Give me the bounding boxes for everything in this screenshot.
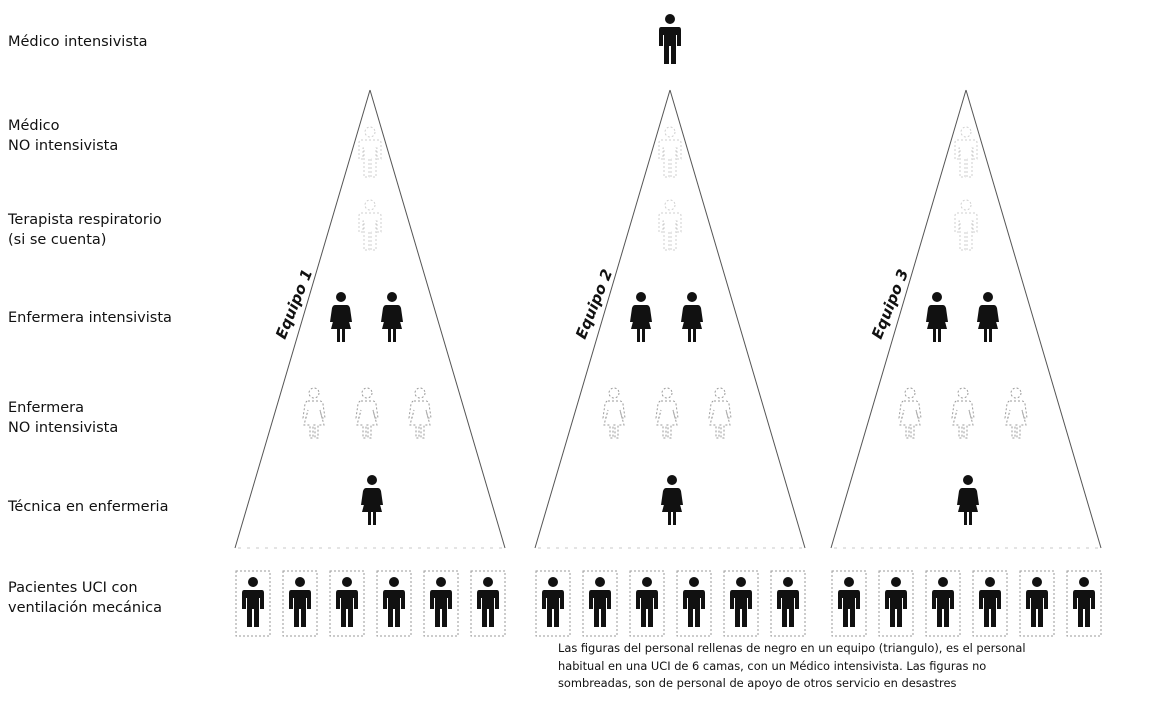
triangle-left-side — [534, 89, 671, 549]
paciente-figure — [542, 577, 564, 627]
enfermera-intensivista-figure — [630, 292, 652, 342]
patient-bed-box — [376, 570, 412, 637]
enfermera-intensivista-figure — [381, 292, 403, 342]
patient-bed-box — [770, 570, 806, 637]
enfermera-no-intensivista-figure — [708, 387, 732, 439]
team-label: Equipo 3 — [868, 267, 912, 342]
row-label-terapista: Terapista respiratorio (si se cuenta) — [8, 212, 162, 248]
paciente-figure — [979, 577, 1001, 627]
paciente-figure — [1073, 577, 1095, 627]
terapista-figure — [658, 199, 682, 251]
paciente-figure — [477, 577, 499, 627]
patient-bed-box — [423, 570, 459, 637]
team-3: Equipo 3 — [830, 89, 1102, 637]
paciente-figure — [1026, 577, 1048, 627]
triangle-right-side — [369, 89, 506, 549]
patient-bed-box — [1066, 570, 1102, 637]
enfermera-no-intensivista-figure — [408, 387, 432, 439]
terapista-figure — [358, 199, 382, 251]
row-label-medico-intensivista: Médico intensivista — [8, 34, 148, 50]
terapista-figure — [954, 199, 978, 251]
triangle-right-side — [965, 89, 1102, 549]
paciente-figure — [885, 577, 907, 627]
paciente-figure — [777, 577, 799, 627]
paciente-figure — [336, 577, 358, 627]
triangle-left-side — [234, 89, 371, 549]
enfermera-no-intensivista-figure — [1004, 387, 1028, 439]
team-2: Equipo 2 — [534, 89, 806, 637]
patient-bed-box — [972, 570, 1008, 637]
triangle-left-side — [830, 89, 967, 549]
patient-bed-box — [582, 570, 618, 637]
medico-no-intensivista-figure — [358, 126, 382, 178]
patient-bed-box — [329, 570, 365, 637]
paciente-figure — [289, 577, 311, 627]
enfermera-intensivista-figure — [681, 292, 703, 342]
patient-bed-box — [1019, 570, 1055, 637]
patient-bed-box — [831, 570, 867, 637]
team-1: Equipo 1 — [234, 89, 506, 637]
tecnica-figure — [661, 475, 683, 525]
enfermera-no-intensivista-figure — [302, 387, 326, 439]
tecnica-figure — [361, 475, 383, 525]
team-label: Equipo 2 — [572, 267, 616, 342]
row-label-enfermera-no-intensivista: Enfermera NO intensivista — [8, 400, 119, 436]
patient-bed-box — [470, 570, 506, 637]
paciente-figure — [636, 577, 658, 627]
enfermera-intensivista-figure — [926, 292, 948, 342]
paciente-figure — [730, 577, 752, 627]
enfermera-no-intensivista-figure — [602, 387, 626, 439]
enfermera-no-intensivista-figure — [951, 387, 975, 439]
triangle-right-side — [669, 89, 806, 549]
row-label-medico-no-intensivista: Médico NO intensivista — [8, 118, 119, 154]
team-label: Equipo 1 — [272, 267, 316, 342]
paciente-figure — [589, 577, 611, 627]
tecnica-figure — [957, 475, 979, 525]
patient-bed-box — [676, 570, 712, 637]
patient-bed-box — [629, 570, 665, 637]
row-label-tecnica: Técnica en enfermeria — [8, 499, 169, 515]
enfermera-no-intensivista-figure — [655, 387, 679, 439]
medico-intensivista-figure — [659, 14, 681, 64]
row-label-pacientes: Pacientes UCI con ventilación mecánica — [8, 580, 162, 616]
paciente-figure — [932, 577, 954, 627]
patient-bed-box — [925, 570, 961, 637]
enfermera-no-intensivista-figure — [898, 387, 922, 439]
paciente-figure — [242, 577, 264, 627]
medico-no-intensivista-figure — [658, 126, 682, 178]
patient-bed-box — [878, 570, 914, 637]
enfermera-no-intensivista-figure — [355, 387, 379, 439]
paciente-figure — [683, 577, 705, 627]
enfermera-intensivista-figure — [977, 292, 999, 342]
patient-bed-box — [235, 570, 271, 637]
paciente-figure — [383, 577, 405, 627]
paciente-figure — [430, 577, 452, 627]
diagram-caption: Las figuras del personal rellenas de neg… — [558, 641, 1026, 690]
patient-bed-box — [282, 570, 318, 637]
patient-bed-box — [535, 570, 571, 637]
paciente-figure — [838, 577, 860, 627]
enfermera-intensivista-figure — [330, 292, 352, 342]
patient-bed-box — [723, 570, 759, 637]
row-label-enfermera-intensivista: Enfermera intensivista — [8, 310, 172, 326]
medico-no-intensivista-figure — [954, 126, 978, 178]
